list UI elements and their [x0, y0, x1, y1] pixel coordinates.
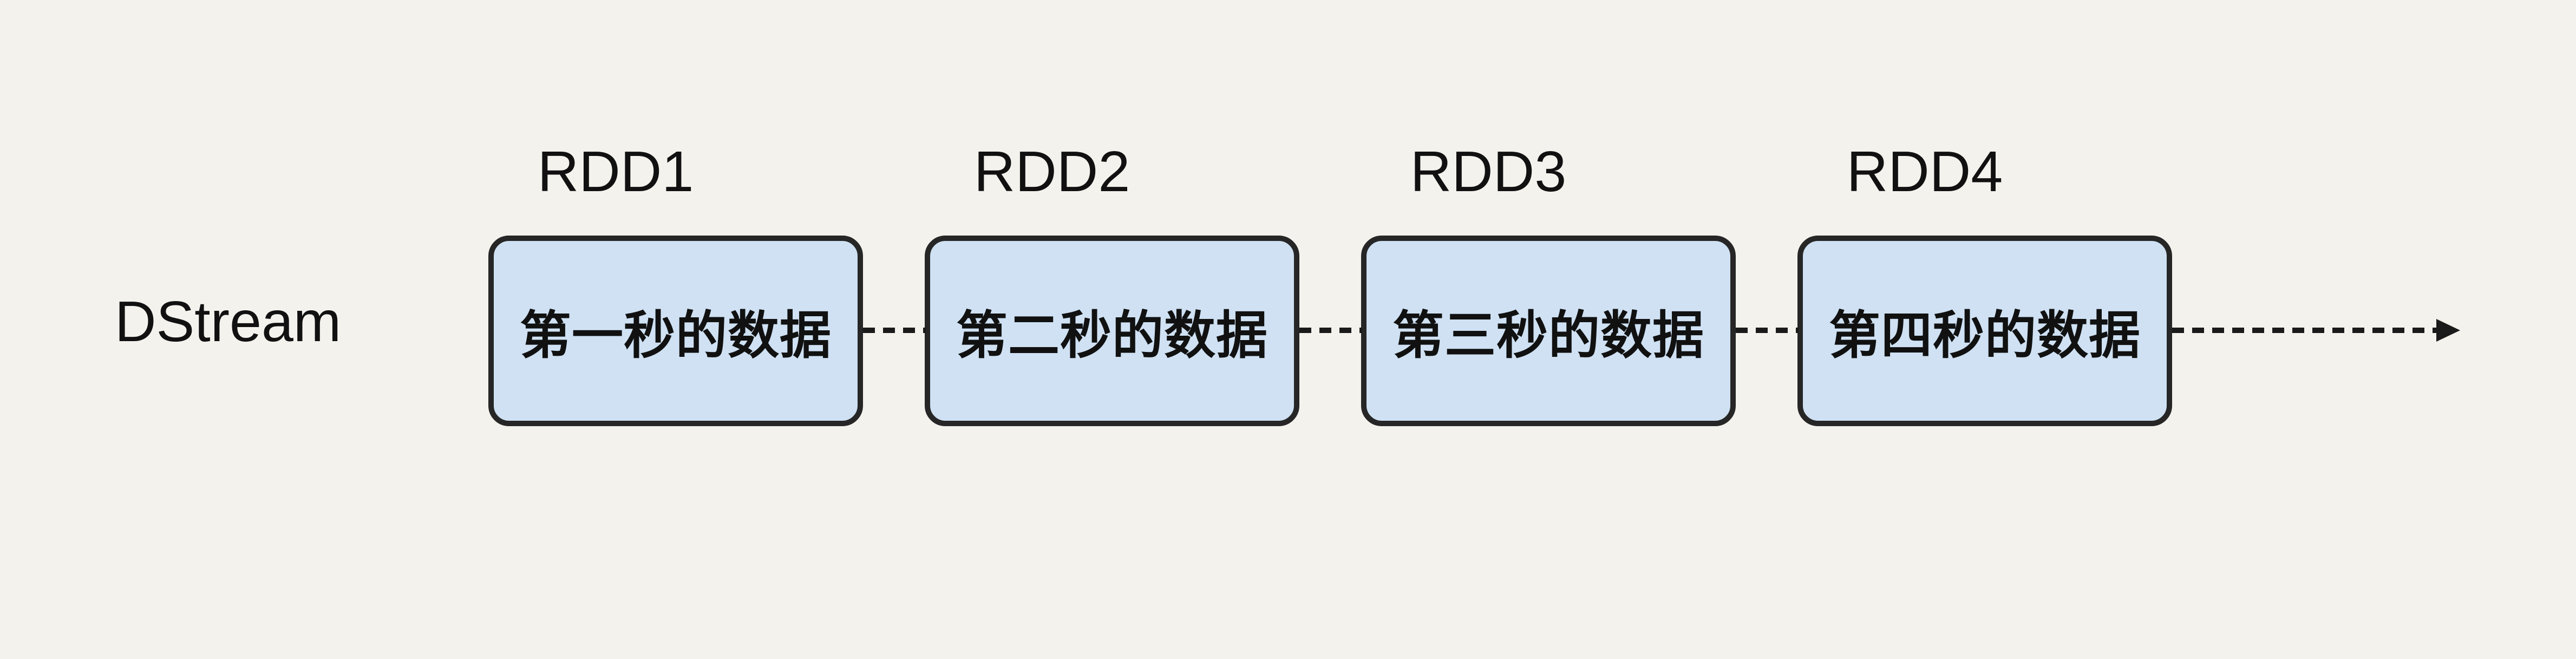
- rdd-title: RDD2: [973, 140, 1130, 204]
- rdd-node-3: RDD3 第三秒的数据: [1361, 140, 1736, 467]
- stream-label: DStream: [115, 290, 342, 354]
- rdd-box-text: 第四秒的数据: [1828, 306, 2141, 364]
- stream-arrow-line: [2172, 328, 2438, 333]
- dashed-connector: [863, 328, 926, 333]
- rdd-title: RDD3: [1410, 140, 1567, 204]
- rdd-box: 第四秒的数据: [1797, 236, 2172, 426]
- rdd-box: 第一秒的数据: [488, 236, 863, 426]
- rdd-title: RDD4: [1846, 140, 2003, 204]
- rdd-node-4: RDD4 第四秒的数据: [1797, 140, 2172, 467]
- dashed-connector: [1299, 328, 1362, 333]
- rdd-node-2: RDD2 第二秒的数据: [925, 140, 1299, 467]
- arrowhead-icon: [2436, 319, 2460, 342]
- rdd-box-text: 第一秒的数据: [519, 306, 832, 364]
- rdd-box-text: 第二秒的数据: [956, 306, 1268, 364]
- rdd-box: 第二秒的数据: [925, 236, 1299, 426]
- rdd-title: RDD1: [537, 140, 694, 204]
- rdd-box: 第三秒的数据: [1361, 236, 1736, 426]
- rdd-node-1: RDD1 第一秒的数据: [488, 140, 863, 467]
- rdd-box-text: 第三秒的数据: [1392, 306, 1704, 364]
- dashed-connector: [1736, 328, 1799, 333]
